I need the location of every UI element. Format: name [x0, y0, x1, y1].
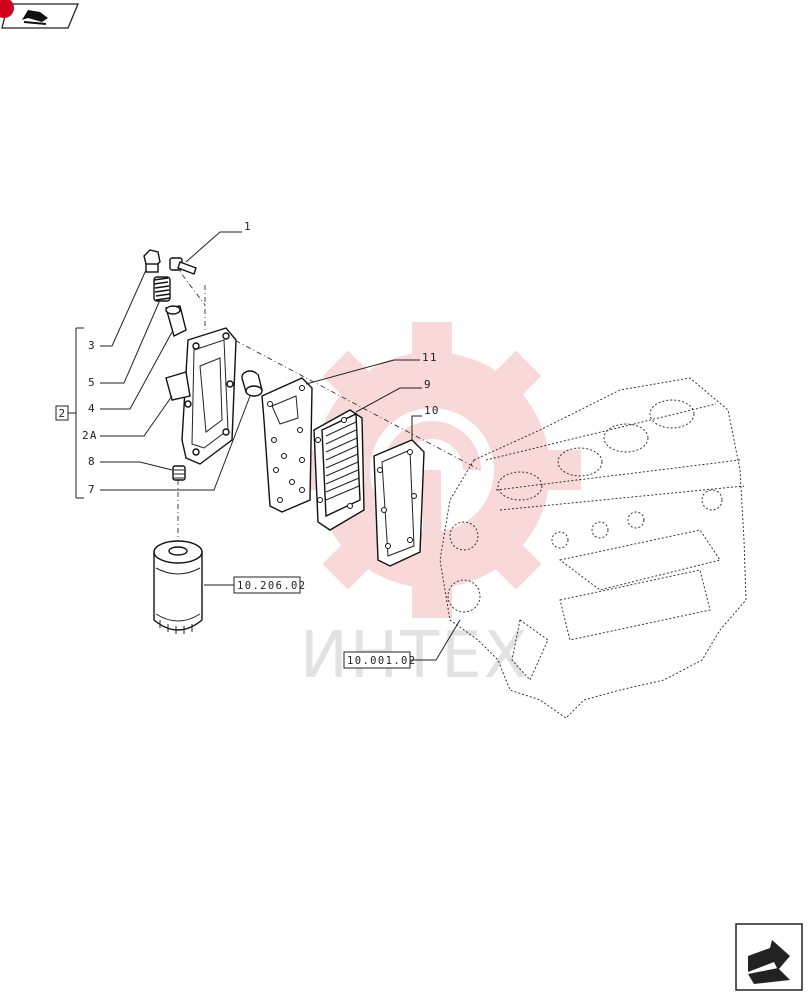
book-open-icon[interactable] — [1, 3, 79, 29]
part-11-gasket — [261, 377, 313, 513]
watermark-text: ИНТЕХ — [300, 619, 529, 693]
label-3: 3 — [88, 269, 147, 352]
svg-text:7: 7 — [88, 483, 96, 496]
part-7-sleeve — [241, 370, 263, 397]
part-10-gasket — [373, 439, 425, 567]
svg-text:9: 9 — [424, 378, 432, 391]
ref-filter-text: 10.206.02 — [237, 580, 307, 592]
oil-filter — [153, 540, 203, 634]
next-page-arrow-icon[interactable] — [735, 923, 803, 991]
ref-filter[interactable]: 10.206.02 — [204, 576, 307, 594]
part-1-bolt — [169, 257, 197, 275]
svg-text:2A: 2A — [82, 429, 98, 442]
label-10: 10 — [411, 404, 440, 440]
ref-engine-text: 10.001.02 — [347, 655, 417, 667]
label-5: 5 — [88, 299, 161, 389]
part-8-fitting — [172, 465, 186, 481]
part-2a-cooler-housing — [165, 327, 237, 465]
part-5-spring — [153, 276, 171, 302]
part-9-cooler-core — [313, 409, 365, 531]
svg-text:1: 1 — [244, 220, 252, 233]
svg-text:5: 5 — [88, 376, 96, 389]
svg-text:8: 8 — [88, 455, 96, 468]
label-9: 9 — [355, 378, 432, 413]
label-2a: 2A — [82, 395, 173, 442]
label-group-2: 2 — [55, 327, 84, 499]
part-4-valve — [165, 305, 187, 338]
ref-engine[interactable]: 10.001.02 — [343, 619, 461, 669]
svg-text:10: 10 — [424, 404, 440, 417]
label-11: 11 — [305, 351, 438, 385]
svg-text:11: 11 — [422, 351, 438, 364]
label-1: 1 — [185, 220, 252, 263]
label-2: 2 — [59, 407, 67, 420]
label-7: 7 — [88, 395, 251, 496]
label-4: 4 — [88, 331, 173, 415]
engine-block — [439, 377, 747, 719]
part-3-plug — [143, 249, 161, 273]
svg-text:3: 3 — [88, 339, 96, 352]
label-8: 8 — [88, 455, 173, 471]
corner-badge — [0, 0, 14, 18]
svg-text:4: 4 — [88, 402, 96, 415]
